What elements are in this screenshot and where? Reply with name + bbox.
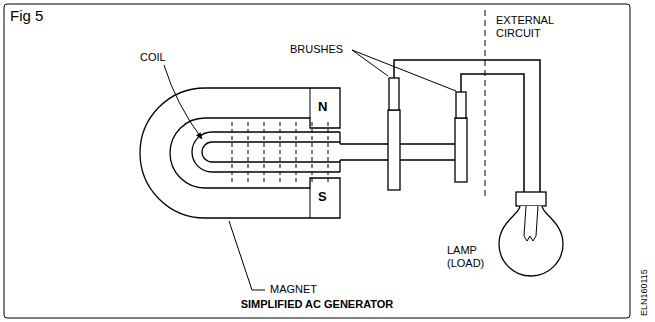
wire bbox=[394, 60, 540, 192]
region-label: EXTERNAL CIRCUIT bbox=[496, 14, 560, 40]
figure-code: ELN160115 bbox=[639, 269, 650, 316]
lamp-bulb bbox=[499, 206, 563, 276]
coil-outer bbox=[192, 132, 340, 172]
wire bbox=[461, 74, 524, 192]
winding bbox=[328, 122, 329, 182]
leader-line bbox=[352, 50, 456, 91]
brush bbox=[389, 78, 399, 110]
part-label: BRUSHES bbox=[290, 43, 343, 56]
pole-edge bbox=[310, 188, 311, 218]
lamp-base bbox=[516, 192, 546, 206]
pole-label: N bbox=[318, 99, 327, 115]
winding bbox=[264, 122, 265, 182]
figure-title: Fig 5 bbox=[10, 7, 43, 25]
coil-inner bbox=[202, 142, 340, 162]
boundary-line bbox=[485, 10, 486, 200]
pole-edge bbox=[310, 88, 311, 118]
part-label: LAMP (LOAD) bbox=[447, 244, 493, 270]
brush bbox=[456, 92, 466, 118]
part-label: COIL bbox=[140, 51, 166, 64]
leader-line bbox=[164, 65, 202, 139]
coil-end bbox=[339, 132, 340, 172]
figure-caption: SIMPLIFIED AC GENERATOR bbox=[4, 298, 630, 311]
winding bbox=[312, 122, 313, 182]
slip-ring bbox=[455, 118, 467, 182]
slip-ring bbox=[388, 110, 400, 190]
pole-label: S bbox=[318, 189, 327, 205]
winding bbox=[232, 122, 233, 182]
leader-line bbox=[229, 221, 265, 290]
leader-line bbox=[352, 50, 388, 76]
winding bbox=[296, 122, 297, 182]
figure-frame bbox=[4, 4, 630, 318]
horseshoe-magnet bbox=[140, 88, 340, 218]
part-label: MAGNET bbox=[270, 283, 317, 296]
winding bbox=[248, 122, 249, 182]
lamp-filament bbox=[524, 206, 538, 241]
winding bbox=[280, 122, 281, 182]
coil-windings bbox=[232, 122, 328, 182]
